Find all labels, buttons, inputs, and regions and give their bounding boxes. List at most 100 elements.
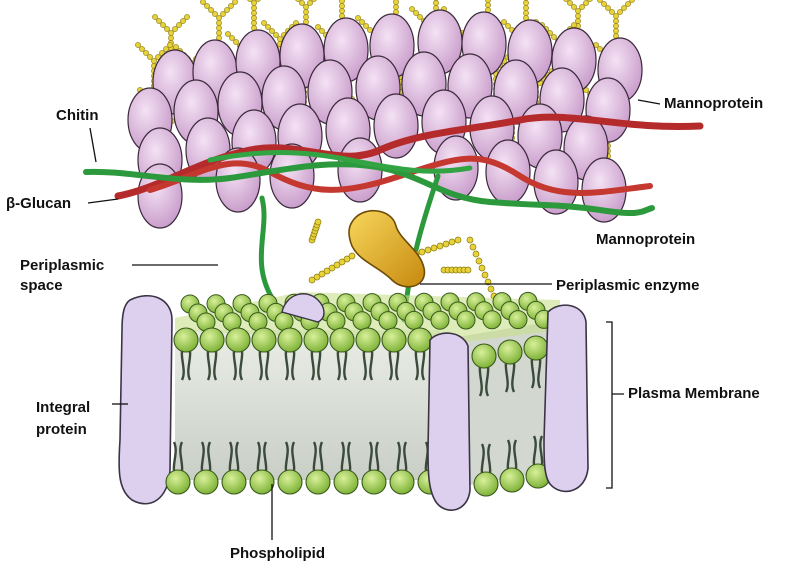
phospholipid-head: [329, 327, 355, 353]
glycan-bead: [323, 267, 331, 275]
phospholipid-head: [249, 469, 275, 495]
glycan-bead: [261, 20, 267, 26]
glycan-bead: [417, 14, 423, 20]
glycan-bead: [430, 244, 438, 252]
glycan-bead: [583, 0, 589, 6]
glycan-bead: [523, 0, 529, 1]
glycan-bead: [225, 31, 231, 37]
labels: Chitin β-Glucan Mannoprotein Mannoprotei…: [6, 95, 763, 562]
glycan-bead: [143, 50, 149, 56]
glycan-bead: [393, 4, 399, 10]
glycan-bead: [311, 0, 317, 2]
glycan-bead: [363, 23, 369, 29]
label-beta-glucan: β-Glucan: [6, 195, 71, 212]
glycan-bead: [251, 15, 257, 21]
glycan-bead: [339, 0, 345, 4]
glycan-bead: [233, 39, 239, 45]
glycan-bead: [442, 240, 450, 248]
phospholipid-head: [389, 469, 415, 495]
phospholipid-head: [523, 335, 549, 361]
glycan-bead: [629, 0, 635, 3]
glycan-bead: [328, 264, 336, 272]
glycan-bead: [200, 0, 206, 5]
glycan-bead: [164, 26, 170, 32]
membrane-core: [175, 330, 440, 480]
glycan-bead: [152, 14, 158, 20]
glycan-bead: [184, 14, 190, 20]
phospholipid-head: [277, 327, 303, 353]
glycan-bead: [307, 0, 313, 6]
glycan-bead: [472, 250, 480, 258]
glycan-bead: [314, 218, 322, 226]
glycan-bead: [481, 271, 489, 279]
phospholipid-head: [326, 311, 346, 331]
label-periplasmic-enzyme: Periplasmic enzyme: [556, 277, 699, 294]
glycan-bead: [597, 0, 603, 3]
glycan-bead: [251, 0, 257, 6]
glycan-bead: [348, 252, 356, 260]
glycan-bead: [269, 28, 275, 34]
phospholipid-head: [305, 469, 331, 495]
glycan-bead: [613, 28, 619, 34]
glycan-bead: [485, 0, 491, 3]
label-phospholipid: Phospholipid: [230, 545, 325, 562]
glycan-bead: [147, 54, 153, 60]
glycan-bead: [523, 10, 529, 16]
phospholipid-head: [404, 310, 424, 330]
glycan-bead: [409, 6, 415, 12]
glycan-bead: [355, 15, 361, 21]
phospholipid-head: [430, 310, 450, 330]
glycan-bead: [339, 8, 345, 14]
glycan-bead: [601, 1, 607, 7]
glycan-bead: [571, 4, 577, 10]
label-mannoprotein-mid: Mannoprotein: [596, 231, 695, 248]
glycan-bead: [139, 46, 145, 52]
glycan-bead: [156, 18, 162, 24]
glycan-bead: [277, 36, 283, 42]
phospholipid-head: [251, 327, 277, 353]
phospholipid-head: [277, 469, 303, 495]
glycan-bead: [173, 44, 179, 50]
integral-protein-right: [427, 332, 471, 511]
glycan-bead: [575, 8, 581, 14]
glucan-strand: [147, 155, 653, 196]
chitin-anchor: [258, 195, 275, 301]
glycan-bead: [303, 4, 309, 10]
glycan-bead: [315, 24, 321, 30]
glycan-bead: [359, 19, 365, 25]
glycan-bead: [208, 7, 214, 13]
phospholipid-head: [378, 311, 398, 331]
phospholipid-head: [173, 327, 199, 353]
label-periplasmic-space-2: space: [20, 277, 63, 294]
glycan-bead: [135, 42, 141, 48]
glycan-bead: [251, 20, 257, 26]
glycan-bead: [454, 236, 462, 244]
glycan-bead: [343, 255, 351, 263]
glycan-bead: [617, 9, 623, 15]
glycan-bead: [597, 46, 603, 52]
glycan-bead: [273, 32, 279, 38]
glycan-bead: [333, 261, 341, 269]
glycan-bead: [216, 15, 222, 21]
glycan-bead: [176, 22, 182, 28]
glycan-bead: [212, 11, 218, 17]
glycan-bead: [228, 3, 234, 9]
label-integral-protein-1: Integral: [36, 399, 90, 416]
phospholipid-head: [303, 327, 329, 353]
glycan-bead: [433, 0, 439, 6]
mannoprotein: [337, 137, 383, 203]
phospholipid-head: [456, 310, 476, 330]
glycan-bead: [303, 9, 309, 15]
phospholipid-head: [165, 469, 191, 495]
plasma-membrane: [118, 291, 589, 511]
glycan-bead: [505, 23, 511, 29]
glycan-bead: [220, 11, 226, 17]
glycan-bead: [487, 285, 495, 293]
glycan-bead: [413, 10, 419, 16]
phospholipid-head: [497, 339, 523, 365]
glycan-bead: [168, 30, 174, 36]
glycan-bead: [418, 248, 426, 256]
glycan-bead: [551, 34, 557, 40]
glycan-bead: [575, 13, 581, 19]
